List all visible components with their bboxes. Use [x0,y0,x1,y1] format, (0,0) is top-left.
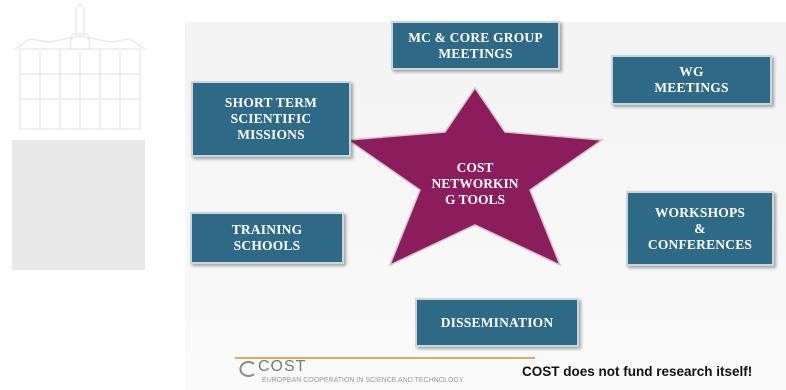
node-short-term-scientific-missions: SHORT TERM SCIENTIFIC MISSIONS [191,81,351,157]
center-label: COST NETWORKIN G TOOLS [431,160,519,207]
cost-logo-text: COST [258,358,307,375]
node-dissemination: DISSEMINATION [415,298,579,347]
node-mc-core-group-meetings: MC & CORE GROUP MEETINGS [391,21,560,70]
footer-divider [235,357,535,359]
node-workshops-conferences: WORKSHOPS & CONFERENCES [626,191,774,266]
footer-tagline: COST does not fund research itself! [522,364,753,379]
cost-logo-subtitle: EUROPEAN COOPERATION IN SCIENCE AND TECH… [262,377,464,384]
left-decorative-panel [0,0,165,390]
building-watermark [14,4,146,130]
cost-logo-icon [239,361,255,377]
node-wg-meetings: WG MEETINGS [611,55,772,105]
grey-block [12,140,145,270]
node-training-schools: TRAINING SCHOOLS [190,212,344,264]
